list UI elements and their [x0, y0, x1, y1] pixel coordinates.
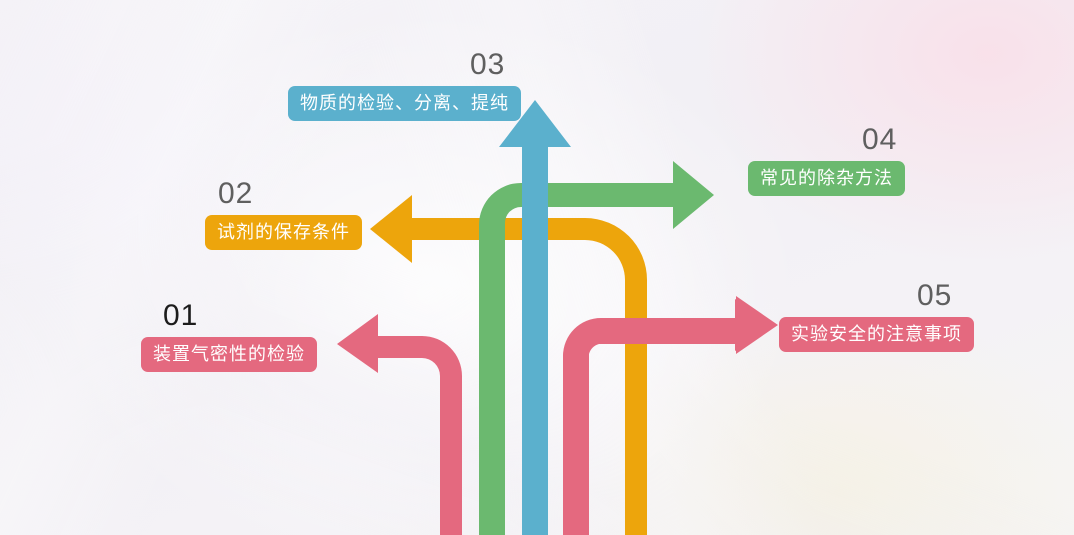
branch-number-01: 01 [163, 299, 199, 332]
arrow-path-01-pink [337, 314, 462, 535]
arrow-path-02-yellow [370, 195, 647, 535]
branch-label-03[interactable]: 物质的检验、分离、提纯 [288, 86, 521, 121]
branch-label-01[interactable]: 装置气密性的检验 [141, 337, 317, 372]
branch-label-02[interactable]: 试剂的保存条件 [205, 215, 362, 250]
branch-number-03: 03 [470, 48, 506, 81]
arrow-01-shape [337, 314, 462, 535]
arrow-05-shape-b [563, 296, 778, 535]
arrow-path-04-green [479, 161, 714, 535]
arrow-path-05-pink [563, 296, 778, 535]
arrow-02-shape [370, 195, 647, 535]
branch-number-02: 02 [218, 177, 254, 210]
branch-number-05: 05 [917, 279, 953, 312]
branch-label-05[interactable]: 实验安全的注意事项 [779, 317, 974, 352]
branch-label-04[interactable]: 常见的除杂方法 [748, 161, 905, 196]
branch-number-04: 04 [862, 123, 898, 156]
arrow-04-shape [479, 161, 714, 535]
arrow-03-shape [499, 100, 571, 535]
arrow-path-03-blue [499, 100, 571, 535]
